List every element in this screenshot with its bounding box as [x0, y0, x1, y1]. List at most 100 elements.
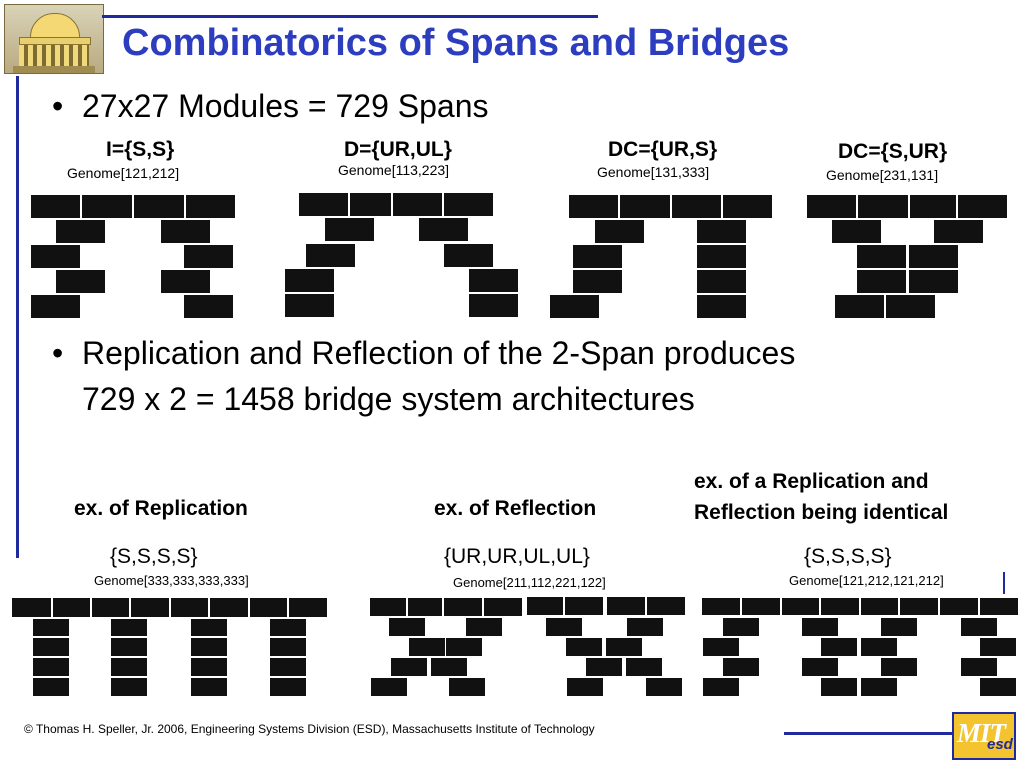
module-brick: [32, 677, 70, 697]
module-brick: [696, 269, 747, 294]
module-brick: [284, 268, 335, 293]
module-brick: [284, 293, 335, 318]
module-brick: [30, 244, 81, 269]
module-brick: [960, 657, 998, 677]
module-brick: [190, 618, 228, 637]
module-brick: [55, 219, 106, 244]
module-brick: [820, 677, 858, 697]
module-brick: [909, 194, 957, 219]
module-brick: [30, 194, 81, 219]
module-brick: [606, 596, 646, 616]
module-brick: [857, 194, 909, 219]
module-brick: [806, 194, 857, 219]
module-brick: [392, 192, 443, 217]
module-brick: [856, 244, 907, 269]
module-brick: [801, 657, 839, 677]
module-brick: [960, 617, 998, 637]
module-brick: [594, 219, 645, 244]
module-brick: [32, 657, 70, 677]
module-brick: [831, 219, 882, 244]
module-brick: [269, 618, 307, 637]
example-set-identical: {S,S,S,S}: [804, 545, 892, 568]
module-brick: [448, 677, 486, 697]
module-brick: [183, 294, 234, 319]
module-brick: [899, 597, 939, 616]
module-brick: [856, 269, 907, 294]
module-brick: [32, 637, 70, 657]
module-brick: [190, 657, 228, 677]
module-brick: [288, 597, 328, 618]
module-brick: [933, 219, 984, 244]
span-label-1: I={S,S}: [106, 138, 175, 161]
module-brick: [55, 269, 106, 294]
bullet-replication-line1: Replication and Reflection of the 2-Span…: [82, 335, 796, 371]
module-brick: [880, 657, 918, 677]
module-brick: [110, 637, 148, 657]
span-genome-2: Genome[113,223]: [338, 162, 450, 178]
module-brick: [183, 244, 234, 269]
span-label-2: D={UR,UL}: [344, 138, 452, 161]
example-set-replication: {S,S,S,S}: [110, 545, 198, 568]
module-brick: [249, 597, 288, 618]
copyright-footer: © Thomas H. Speller, Jr. 2006, Engineeri…: [24, 722, 595, 736]
module-brick: [110, 677, 148, 697]
module-brick: [390, 657, 428, 677]
span-genome-4: Genome[231,131]: [826, 167, 939, 183]
module-brick: [696, 219, 747, 244]
module-brick: [696, 294, 747, 319]
mit-esd-logo: MIT esd: [952, 712, 1016, 760]
module-brick: [908, 244, 959, 269]
module-brick: [468, 268, 519, 293]
module-brick: [370, 677, 408, 697]
module-brick: [572, 244, 623, 269]
module-brick: [722, 194, 773, 219]
module-brick: [626, 617, 664, 637]
example-set-reflection: {UR,UR,UL,UL}: [444, 545, 590, 568]
module-brick: [11, 597, 52, 618]
module-brick: [30, 294, 81, 319]
module-brick: [564, 596, 604, 616]
module-brick: [185, 194, 236, 219]
module-brick: [860, 637, 898, 657]
module-brick: [880, 617, 918, 637]
corner-tick: [1003, 572, 1005, 594]
module-brick: [885, 294, 936, 319]
span-label-4: DC={S,UR}: [838, 140, 948, 163]
module-brick: [91, 597, 130, 618]
bullet-modules-text: 27x27 Modules = 729 Spans: [82, 88, 489, 124]
slide-title: Combinatorics of Spans and Bridges: [122, 22, 790, 64]
module-brick: [269, 677, 307, 697]
module-brick: [834, 294, 885, 319]
module-brick: [645, 677, 683, 697]
module-brick: [860, 677, 898, 697]
module-brick: [549, 294, 600, 319]
span-label-3: DC={UR,S}: [608, 138, 718, 161]
module-brick: [572, 269, 623, 294]
module-brick: [408, 637, 446, 657]
footer-rule: [784, 732, 956, 735]
module-brick: [110, 657, 148, 677]
module-brick: [52, 597, 91, 618]
module-brick: [526, 596, 564, 616]
module-brick: [619, 194, 671, 219]
module-brick: [545, 617, 583, 637]
mit-dome-logo: [4, 4, 104, 74]
module-brick: [781, 597, 820, 616]
module-brick: [388, 617, 426, 637]
module-brick: [701, 597, 741, 616]
module-brick: [820, 637, 858, 657]
module-brick: [625, 657, 663, 677]
module-brick: [741, 597, 781, 616]
module-brick: [585, 657, 623, 677]
module-brick: [465, 617, 503, 637]
module-brick: [130, 597, 170, 618]
module-brick: [957, 194, 1008, 219]
module-brick: [566, 677, 604, 697]
example-genome-reflection: Genome[211,112,221,122]: [453, 575, 606, 590]
module-brick: [430, 657, 468, 677]
module-brick: [269, 637, 307, 657]
module-brick: [979, 677, 1017, 697]
module-brick: [160, 269, 211, 294]
module-brick: [190, 637, 228, 657]
module-brick: [81, 194, 133, 219]
